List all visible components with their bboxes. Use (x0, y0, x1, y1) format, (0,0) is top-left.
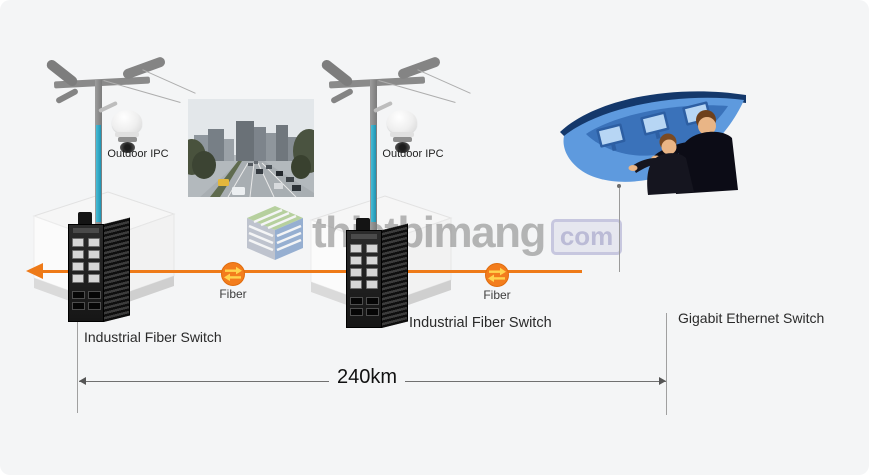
rj45-port (350, 256, 362, 265)
camera-lens (394, 142, 410, 153)
bidirectional-arrows-icon (224, 266, 242, 282)
dimension-line-left-segment (79, 381, 329, 382)
rj45-port (88, 274, 100, 283)
rj45-port (366, 256, 378, 265)
sfp-port (87, 302, 101, 310)
rj45-port-grid (347, 244, 381, 289)
switch-label-1: Industrial Fiber Switch (84, 329, 222, 345)
industrial-fiber-switch-device-1 (68, 212, 130, 324)
rj45-port (72, 238, 84, 247)
switch-cable-gland (356, 218, 370, 232)
dimension-right-extension-line (666, 313, 667, 415)
uplink-line (619, 188, 620, 272)
watermark-cube-logo-icon (247, 206, 303, 260)
rj45-port (350, 268, 362, 277)
pole-fixture-icon (329, 87, 355, 105)
camera-ring (115, 132, 139, 137)
fiber-line-arrow-icon (26, 263, 43, 279)
ptz-camera-icon (387, 110, 417, 153)
dimension-line-right-segment (405, 381, 666, 382)
camera-pole-2: Outdoor IPC (315, 55, 485, 305)
camera-label: Outdoor IPC (382, 148, 444, 160)
dimension-arrow-left-icon (79, 377, 86, 385)
rj45-port (350, 244, 362, 253)
switch-heatsink-side (104, 217, 130, 322)
rj45-port (72, 274, 84, 283)
gigabit-switch-label: Gigabit Ethernet Switch (678, 310, 825, 326)
camera-lens (119, 142, 135, 153)
dimension-arrow-right-icon (659, 377, 666, 385)
camera-dome (112, 110, 142, 134)
fiber-coupler-icon (221, 262, 245, 286)
sfp-port (365, 308, 379, 316)
bidirectional-arrows-icon (488, 267, 506, 283)
camera-ring (390, 132, 414, 137)
rj45-port (88, 262, 100, 271)
rj45-port (350, 280, 362, 289)
switch-cable-gland (78, 212, 92, 226)
rj45-port (366, 244, 378, 253)
switch-front-panel (68, 224, 104, 322)
ptz-camera-icon (112, 110, 142, 153)
fiber-link-label: Fiber (219, 287, 247, 301)
rj45-port (72, 250, 84, 259)
traffic-camera-photo (188, 99, 314, 197)
dimension-left-extension-line (77, 314, 78, 413)
camera-network-cable (371, 125, 376, 222)
switch-label-2: Industrial Fiber Switch (409, 315, 552, 331)
fiber-link-label: Fiber (483, 288, 511, 302)
pole-fixture-icon (54, 87, 80, 105)
rj45-port (366, 280, 378, 289)
camera-label: Outdoor IPC (107, 148, 169, 160)
rj45-port (366, 268, 378, 277)
guy-wire (417, 69, 471, 94)
distance-label: 240km (336, 366, 398, 388)
camera-network-cable (96, 125, 101, 222)
camera-pole-1: Outdoor IPC (40, 55, 210, 305)
camera-dome (387, 110, 417, 134)
monitoring-center-illustration (560, 91, 746, 195)
rj45-port (88, 238, 100, 247)
sfp-port-grid (69, 291, 103, 310)
rj45-port (72, 262, 84, 271)
operator-person-icon (628, 133, 694, 195)
operator-person-icon (651, 110, 738, 194)
fiber-link-line (42, 270, 582, 273)
uplink-connector-dot (617, 184, 621, 188)
sfp-port (349, 297, 363, 305)
switch-front-panel (346, 230, 382, 328)
sfp-port (71, 302, 85, 310)
guy-wire (142, 69, 196, 94)
camera-ring (117, 137, 137, 142)
sfp-port (87, 291, 101, 299)
switch-brand-strip (351, 234, 377, 239)
watermark-tld-badge: com (550, 219, 623, 255)
sfp-port-grid (347, 297, 381, 316)
industrial-fiber-switch-device-2 (346, 218, 408, 330)
switch-brand-strip (73, 228, 99, 233)
rj45-port (88, 250, 100, 259)
rj45-port-grid (69, 238, 103, 283)
sfp-port (71, 291, 85, 299)
fiber-coupler-icon (485, 263, 509, 287)
sfp-port (349, 308, 363, 316)
sfp-port (365, 297, 379, 305)
switch-heatsink-side (382, 223, 408, 328)
camera-ring (392, 137, 412, 142)
